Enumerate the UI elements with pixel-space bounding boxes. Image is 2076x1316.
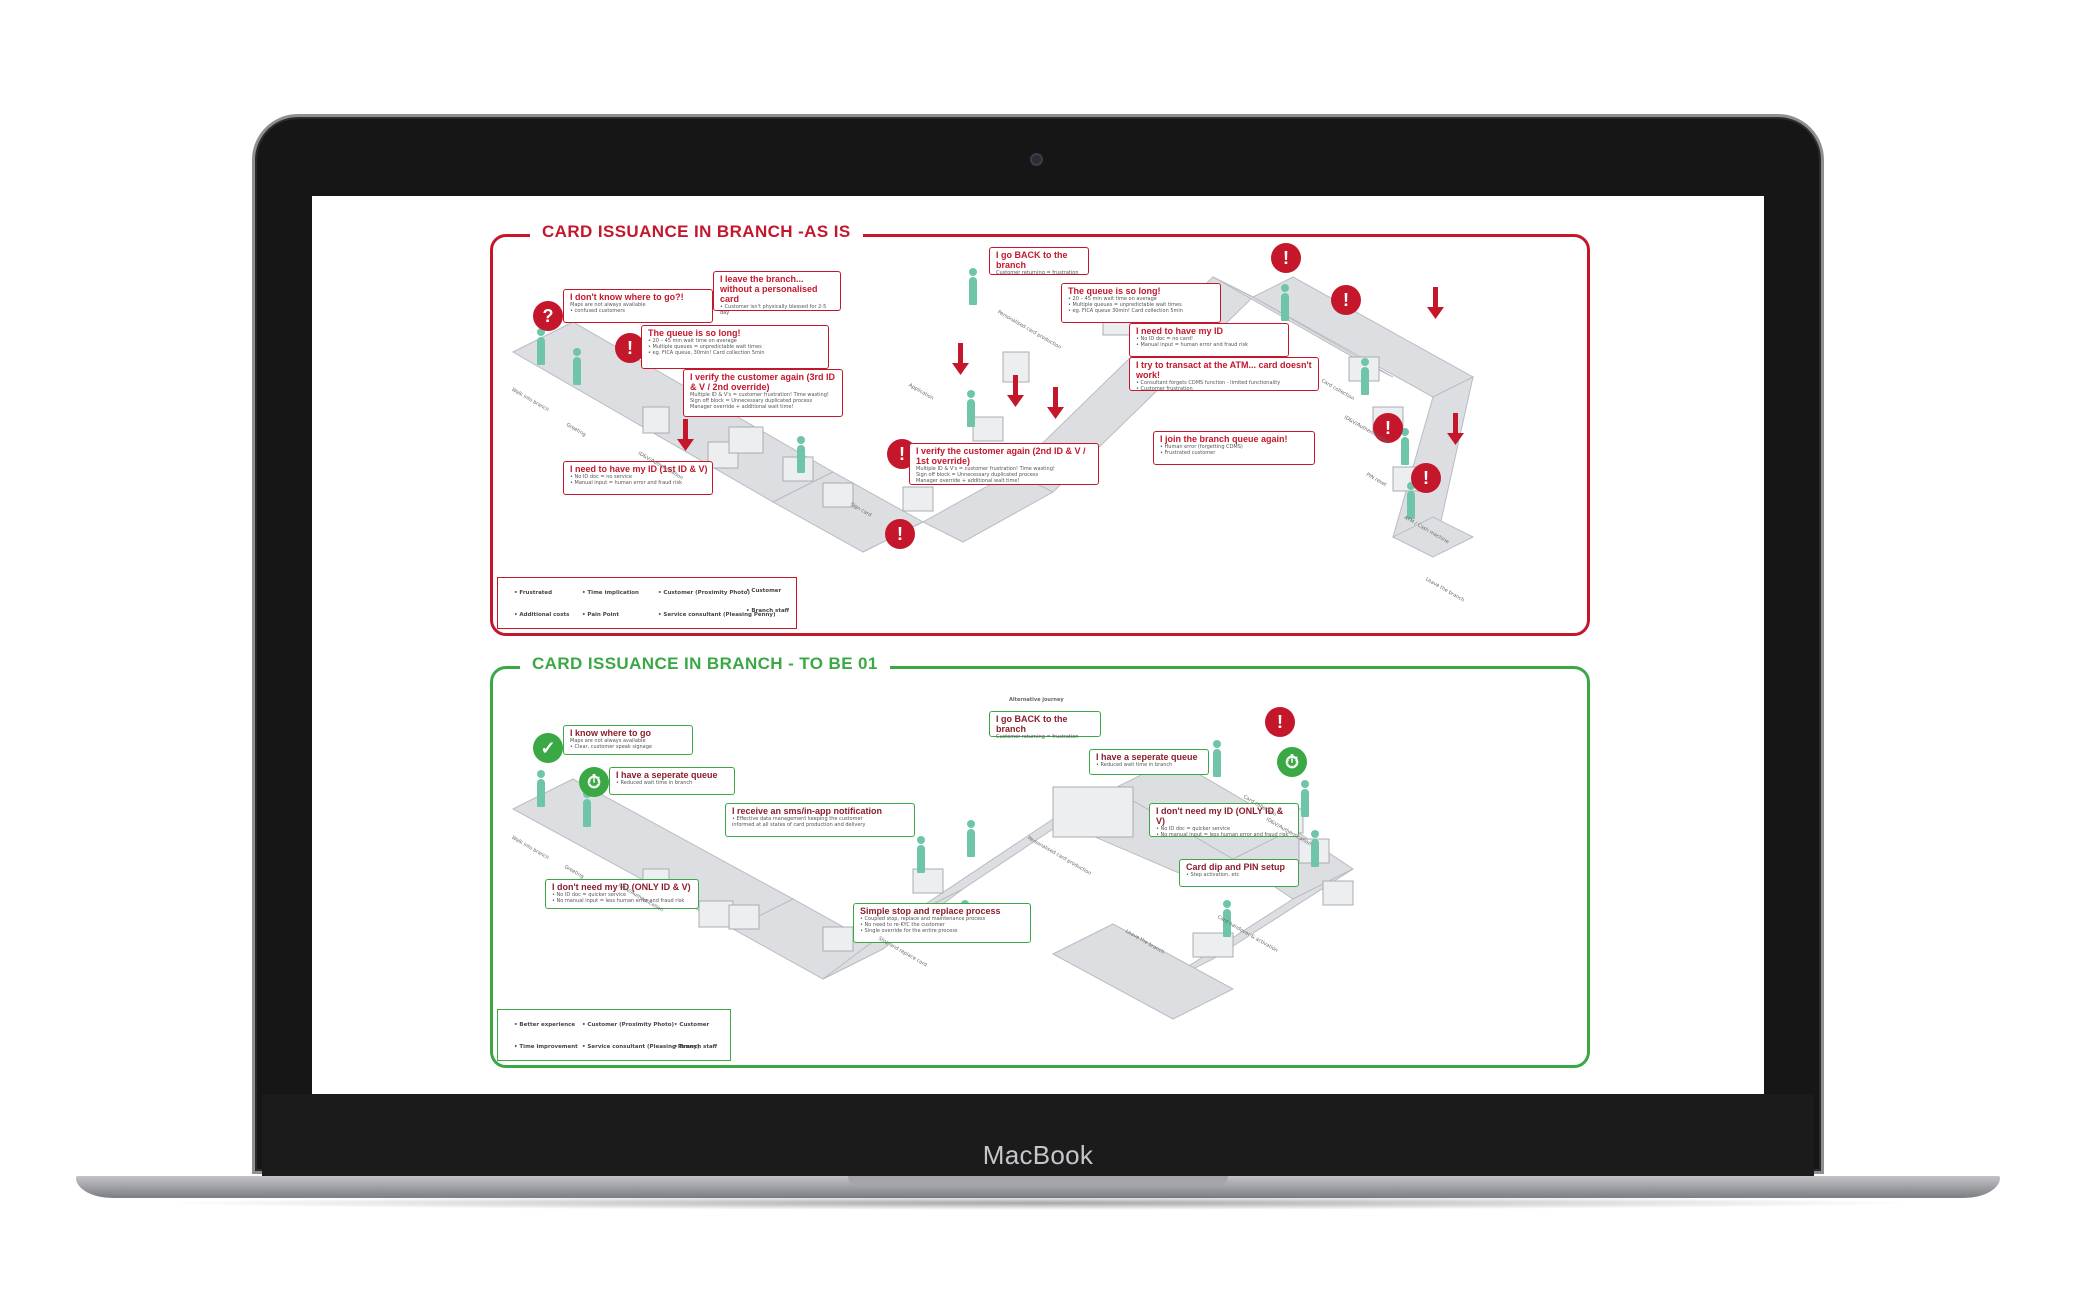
laptop-base	[76, 1176, 2000, 1198]
legend-item: • Additional costs	[514, 612, 570, 618]
customer-figure	[537, 770, 545, 807]
legend-item: • Better experience	[514, 1022, 576, 1028]
as-is-callout: The queue is so long!• 20 – 45 min wait …	[641, 325, 829, 369]
clock-icon: !	[615, 333, 645, 363]
legend-item: • Time implication	[582, 590, 639, 596]
pain-point-icon: !	[885, 519, 915, 549]
check-icon: ✓	[533, 733, 563, 763]
legend-item: • Service consultant (Pleasing Penny)	[582, 1044, 700, 1050]
to-be-legend: • Better experience • Customer (Proximit…	[497, 1009, 731, 1061]
to-be-callout: I have a seperate queue• Reduced wait ti…	[1089, 749, 1209, 775]
pain-point-question-icon: ?	[533, 301, 563, 331]
as-is-title: CARD ISSUANCE IN BRANCH -AS IS	[530, 222, 863, 242]
legend-item: • Frustrated	[514, 590, 553, 596]
as-is-legend: • Frustrated • Time implication • Custom…	[497, 577, 797, 629]
customer-figure	[1407, 482, 1415, 519]
to-be-title: CARD ISSUANCE IN BRANCH - TO BE 01	[520, 654, 890, 674]
to-be-callout: I receive an sms/in-app notification• Ef…	[725, 803, 915, 837]
legend-item: • Customer (Proximity Photo)	[582, 1022, 675, 1028]
to-be-callout: I have a seperate queue• Reduced wait ti…	[609, 767, 735, 795]
customer-figure	[797, 436, 805, 473]
to-be-callout: I don't need my ID (ONLY ID & V)• No ID …	[545, 879, 699, 909]
screen: ? ! ! ! ! ! ! ! I don't know where to go…	[312, 196, 1764, 1094]
legend-item: • Pain Point	[582, 612, 619, 618]
as-is-callout: I try to transact at the ATM... card doe…	[1129, 357, 1319, 392]
as-is-callout: I need to have my ID (1st ID & V)• No ID…	[563, 461, 713, 495]
laptop-notch	[848, 1176, 1228, 1186]
to-be-callout: I don't need my ID (ONLY ID & V)• No ID …	[1149, 803, 1299, 838]
as-is-callout: I join the branch queue again!• Human er…	[1153, 431, 1315, 465]
clock-icon: ⏱	[1277, 747, 1307, 777]
customer-figure	[969, 268, 977, 305]
as-is-callout: I verify the customer again (2nd ID & V …	[909, 443, 1099, 485]
legend-item: • Branch staff	[674, 1044, 718, 1050]
as-is-callout: I need to have my ID• No ID doc = no car…	[1129, 323, 1289, 357]
customer-figure	[967, 390, 975, 427]
laptop-chin	[262, 1094, 1814, 1178]
laptop-shadow	[150, 1196, 1926, 1210]
legend-item: • Customer	[674, 1022, 710, 1028]
customer-figure	[583, 790, 591, 827]
pain-point-icon: !	[1373, 413, 1403, 443]
customer-figure	[1213, 740, 1221, 777]
clock-icon: !	[1331, 285, 1361, 315]
legend-item: • Customer	[746, 588, 782, 594]
customer-figure	[1223, 900, 1231, 937]
customer-figure	[537, 328, 545, 365]
clock-icon: !	[1411, 463, 1441, 493]
as-is-callout: I don't know where to go?!Maps are not a…	[563, 289, 713, 323]
customer-figure	[573, 348, 581, 385]
legend-item: • Service consultant (Pleasing Penny)	[658, 612, 776, 618]
customer-figure	[967, 820, 975, 857]
as-is-panel: ? ! ! ! ! ! ! ! I don't know where to go…	[490, 234, 1590, 636]
as-is-callout: I verify the customer again (3rd ID & V …	[683, 369, 843, 417]
pain-point-icon: !	[1265, 707, 1295, 737]
customer-figure	[1281, 284, 1289, 321]
as-is-callout: The queue is so long!• 20 – 45 min wait …	[1061, 283, 1221, 323]
legend-item: • Branch staff	[746, 608, 790, 614]
customer-figure	[1361, 358, 1369, 395]
customer-figure	[1301, 780, 1309, 817]
camera-icon	[1030, 153, 1043, 166]
brand-label: MacBook	[982, 1140, 1094, 1170]
customer-figure	[1311, 830, 1319, 867]
customer-figure	[917, 836, 925, 873]
as-is-callout: I leave the branch... without a personal…	[713, 271, 841, 316]
to-be-callout: Card dip and PIN setup• Step activation,…	[1179, 859, 1299, 887]
customer-figure	[1401, 428, 1409, 465]
clock-icon: ⏱	[579, 767, 609, 797]
to-be-callout: Simple stop and replace process• Coupled…	[853, 903, 1031, 943]
alternative-journey-label: Alternative journey	[1009, 697, 1064, 703]
pain-point-icon: !	[1271, 243, 1301, 273]
legend-item: • Customer (Proximity Photo)	[658, 590, 751, 596]
legend-item: • Time improvement	[514, 1044, 578, 1050]
